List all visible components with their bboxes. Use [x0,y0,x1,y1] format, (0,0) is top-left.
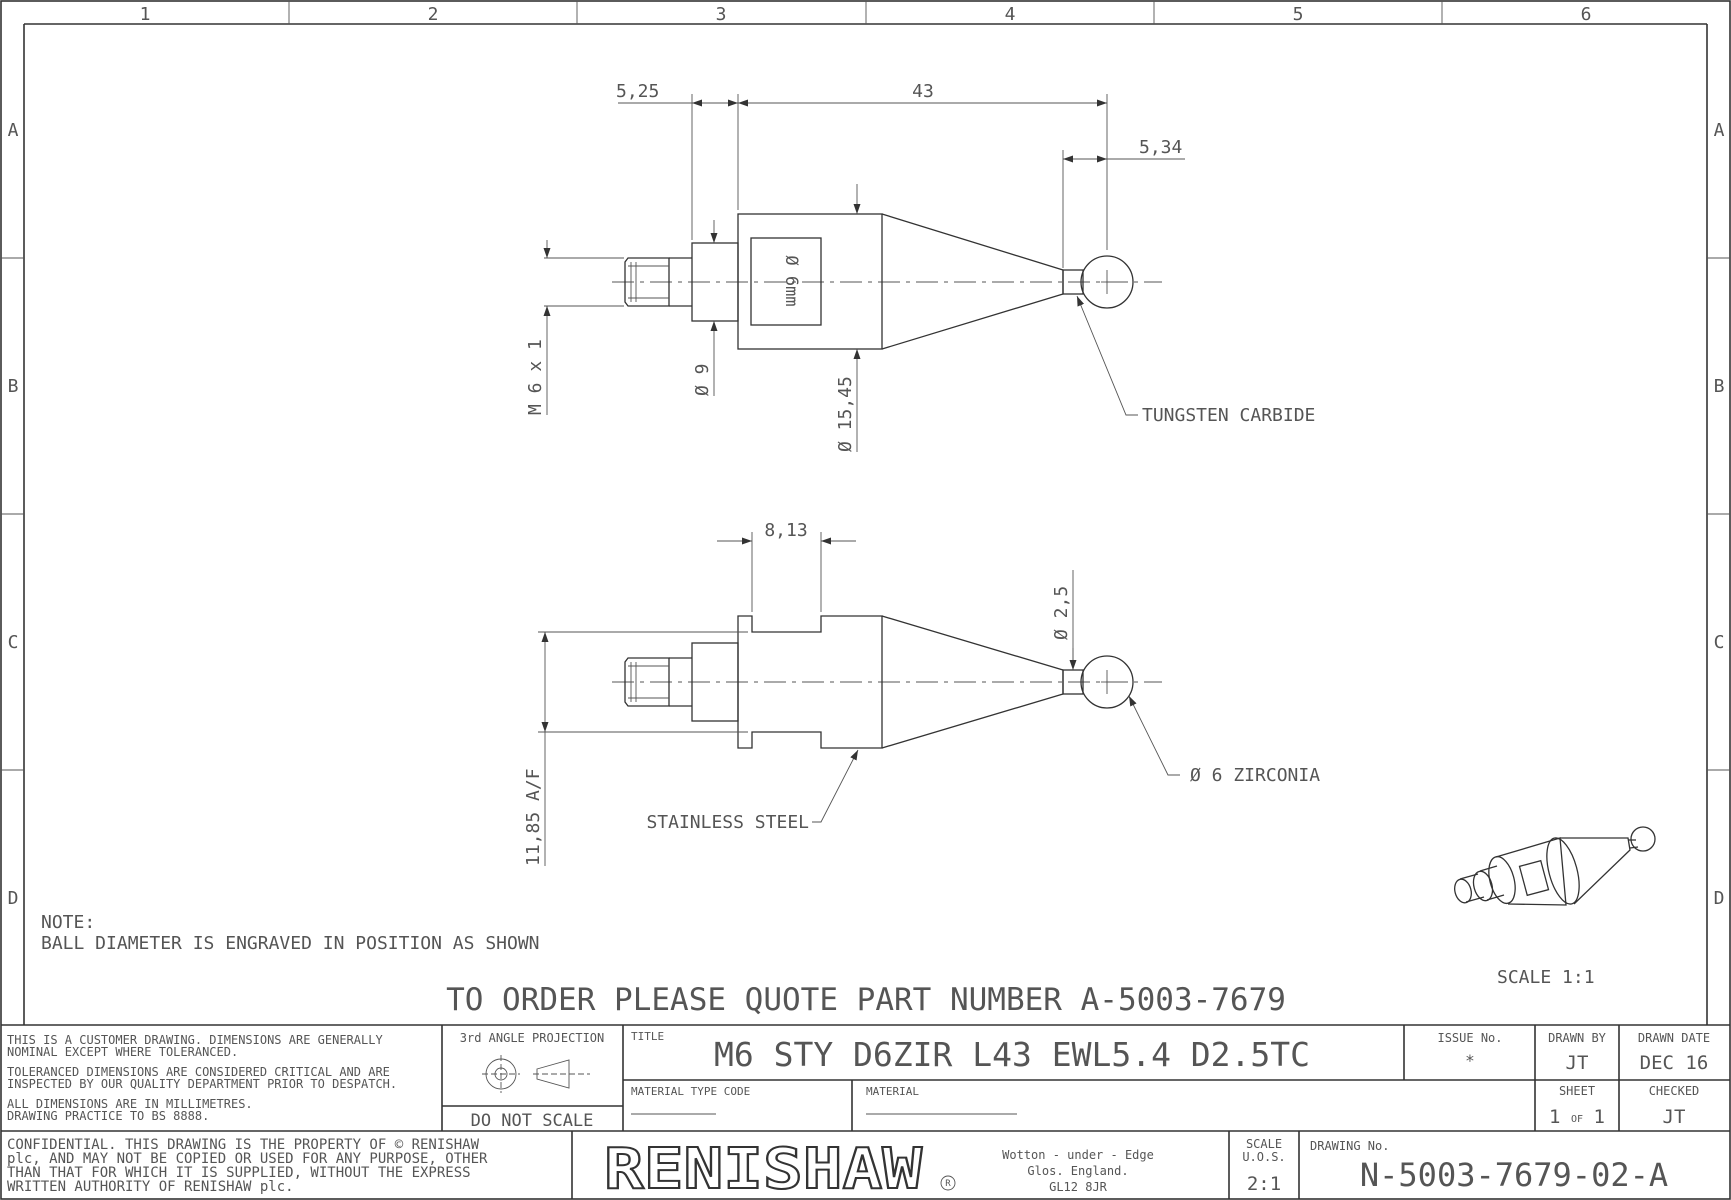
zone-row-d-left: D [8,888,19,909]
dim-stem-diameter: Ø 2,5 [1051,586,1072,640]
checked-value: JT [1663,1106,1686,1128]
third-angle-projection-symbol [482,1055,590,1093]
drawn-by-label: DRAWN BY [1548,1031,1607,1045]
drawing-number-label: DRAWING No. [1310,1139,1389,1153]
iso-flat [1518,859,1550,897]
address-line-1: Wotton - under - Edge [1002,1148,1154,1162]
sheet-number: 1 [1549,1106,1560,1128]
order-part-number: TO ORDER PLEASE QUOTE PART NUMBER A-5003… [446,982,1286,1018]
general-note-1: THIS IS A CUSTOMER DRAWING. DIMENSIONS A… [7,1033,383,1047]
title-block: THIS IS A CUSTOMER DRAWING. DIMENSIONS A… [1,1025,1730,1200]
units-note-1: ALL DIMENSIONS ARE IN MILLIMETRES. [7,1097,253,1111]
svg-text:R: R [945,1179,951,1189]
confidential-line-3: THAN THAT FOR WHICH IT IS SUPPLIED, WITH… [7,1165,471,1181]
iso-ball [1630,826,1656,852]
confidential-line-4: WRITTEN AUTHORITY OF RENISHAW plc. [7,1179,294,1195]
zone-row-b-right: B [1714,376,1725,397]
side-view: 8,13 11,85 A/F Ø 2,5 Ø 6 ZIRCONIA STAINL… [523,520,1320,866]
drawn-date-value: DEC 16 [1640,1052,1709,1074]
confidential-line-2: plc, AND MAY NOT BE COPIED OR USED FOR A… [7,1151,488,1167]
ball-side [1080,655,1134,709]
dim-shoulder-diameter: Ø 9 [692,363,713,396]
issue-label: ISSUE No. [1437,1031,1502,1045]
dim-body-diameter: Ø 15,45 [835,376,856,452]
zone-row-a-left: A [8,120,19,141]
address-line-3: GL12 8JR [1049,1180,1108,1194]
zone-row-c-left: C [8,632,19,653]
main-body [737,213,883,350]
issue-value: * [1465,1051,1475,1070]
dim-thread: M 6 x 1 [525,339,546,415]
zone-col-2: 2 [428,4,439,25]
zone-labels: 1 2 3 4 5 6 A B C D A B C D [8,4,1725,909]
scale-label: SCALE [1246,1137,1282,1151]
zone-col-6: 6 [1581,4,1592,25]
cone [881,213,1064,350]
stem-top [1062,269,1084,295]
address-line-2: Glos. England. [1027,1164,1128,1178]
sheet-of: OF [1571,1114,1583,1125]
zone-row-b-left: B [8,376,19,397]
renishaw-logo: RENISHAW [604,1137,922,1200]
iso-thread [1454,878,1472,904]
isometric-view [1454,826,1656,906]
drawing-number: N-5003-7679-02-A [1360,1156,1668,1194]
dim-overall-length: 43 [912,81,934,102]
dim-spigot-length: 5,25 [616,81,659,102]
zone-col-4: 4 [1005,4,1016,25]
zone-col-1: 1 [140,4,151,25]
note-heading: NOTE: [41,912,95,933]
drawing-title: M6 STY D6ZIR L43 EWL5.4 D2.5TC [714,1035,1310,1074]
checked-label: CHECKED [1649,1084,1700,1098]
title-label: TITLE [631,1030,664,1043]
sheet-label: SHEET [1559,1084,1595,1098]
confidential-line-1: CONFIDENTIAL. THIS DRAWING IS THE PROPER… [7,1137,480,1153]
engraving-text: Ø 6mm [781,255,801,306]
iso-shoulder [1488,855,1516,905]
zone-col-5: 5 [1293,4,1304,25]
tolerance-note-2: INSPECTED BY OUR QUALITY DEPARTMENT PRIO… [7,1077,397,1091]
drawn-date-label: DRAWN DATE [1638,1031,1710,1045]
units-note-2: DRAWING PRACTICE TO BS 8888. [7,1109,209,1123]
iso-cone [1560,837,1631,905]
dim-effective-working-length: 5,34 [1139,137,1182,158]
do-not-scale: DO NOT SCALE [471,1111,594,1131]
zone-row-d-right: D [1714,888,1725,909]
isometric-scale: SCALE 1:1 [1497,967,1595,988]
ball-top [1080,255,1134,309]
dim-across-flats: 11,85 A/F [523,768,544,866]
general-note-2: NOMINAL EXCEPT WHERE TOLERANCED. [7,1045,238,1059]
projection-label: 3rd ANGLE PROJECTION [460,1031,605,1045]
material-type-code-label: MATERIAL TYPE CODE [631,1085,750,1098]
dim-flat-width: 8,13 [764,520,807,541]
zone-row-a-right: A [1714,120,1725,141]
engraving-flat [750,237,822,326]
scale-value: 2:1 [1247,1173,1281,1195]
top-view: Ø 6mm 5,25 43 5,34 M 6 x 1 Ø 9 [525,81,1315,452]
scale-label-uos: U.O.S. [1242,1150,1285,1164]
zone-row-c-right: C [1714,632,1725,653]
sheet-total: 1 [1594,1106,1605,1128]
zone-col-3: 3 [716,4,727,25]
callout-body-material: STAINLESS STEEL [646,812,809,833]
tolerance-note-1: TOLERANCED DIMENSIONS ARE CONSIDERED CRI… [7,1065,390,1079]
material-label: MATERIAL [866,1085,919,1098]
registered-mark-icon: R [940,1175,956,1191]
note-line: BALL DIAMETER IS ENGRAVED IN POSITION AS… [41,933,540,954]
callout-stem-material: TUNGSTEN CARBIDE [1142,405,1315,426]
drawn-by-value: JT [1566,1052,1589,1074]
callout-ball-material: Ø 6 ZIRCONIA [1190,765,1320,786]
iso-body [1495,837,1567,906]
